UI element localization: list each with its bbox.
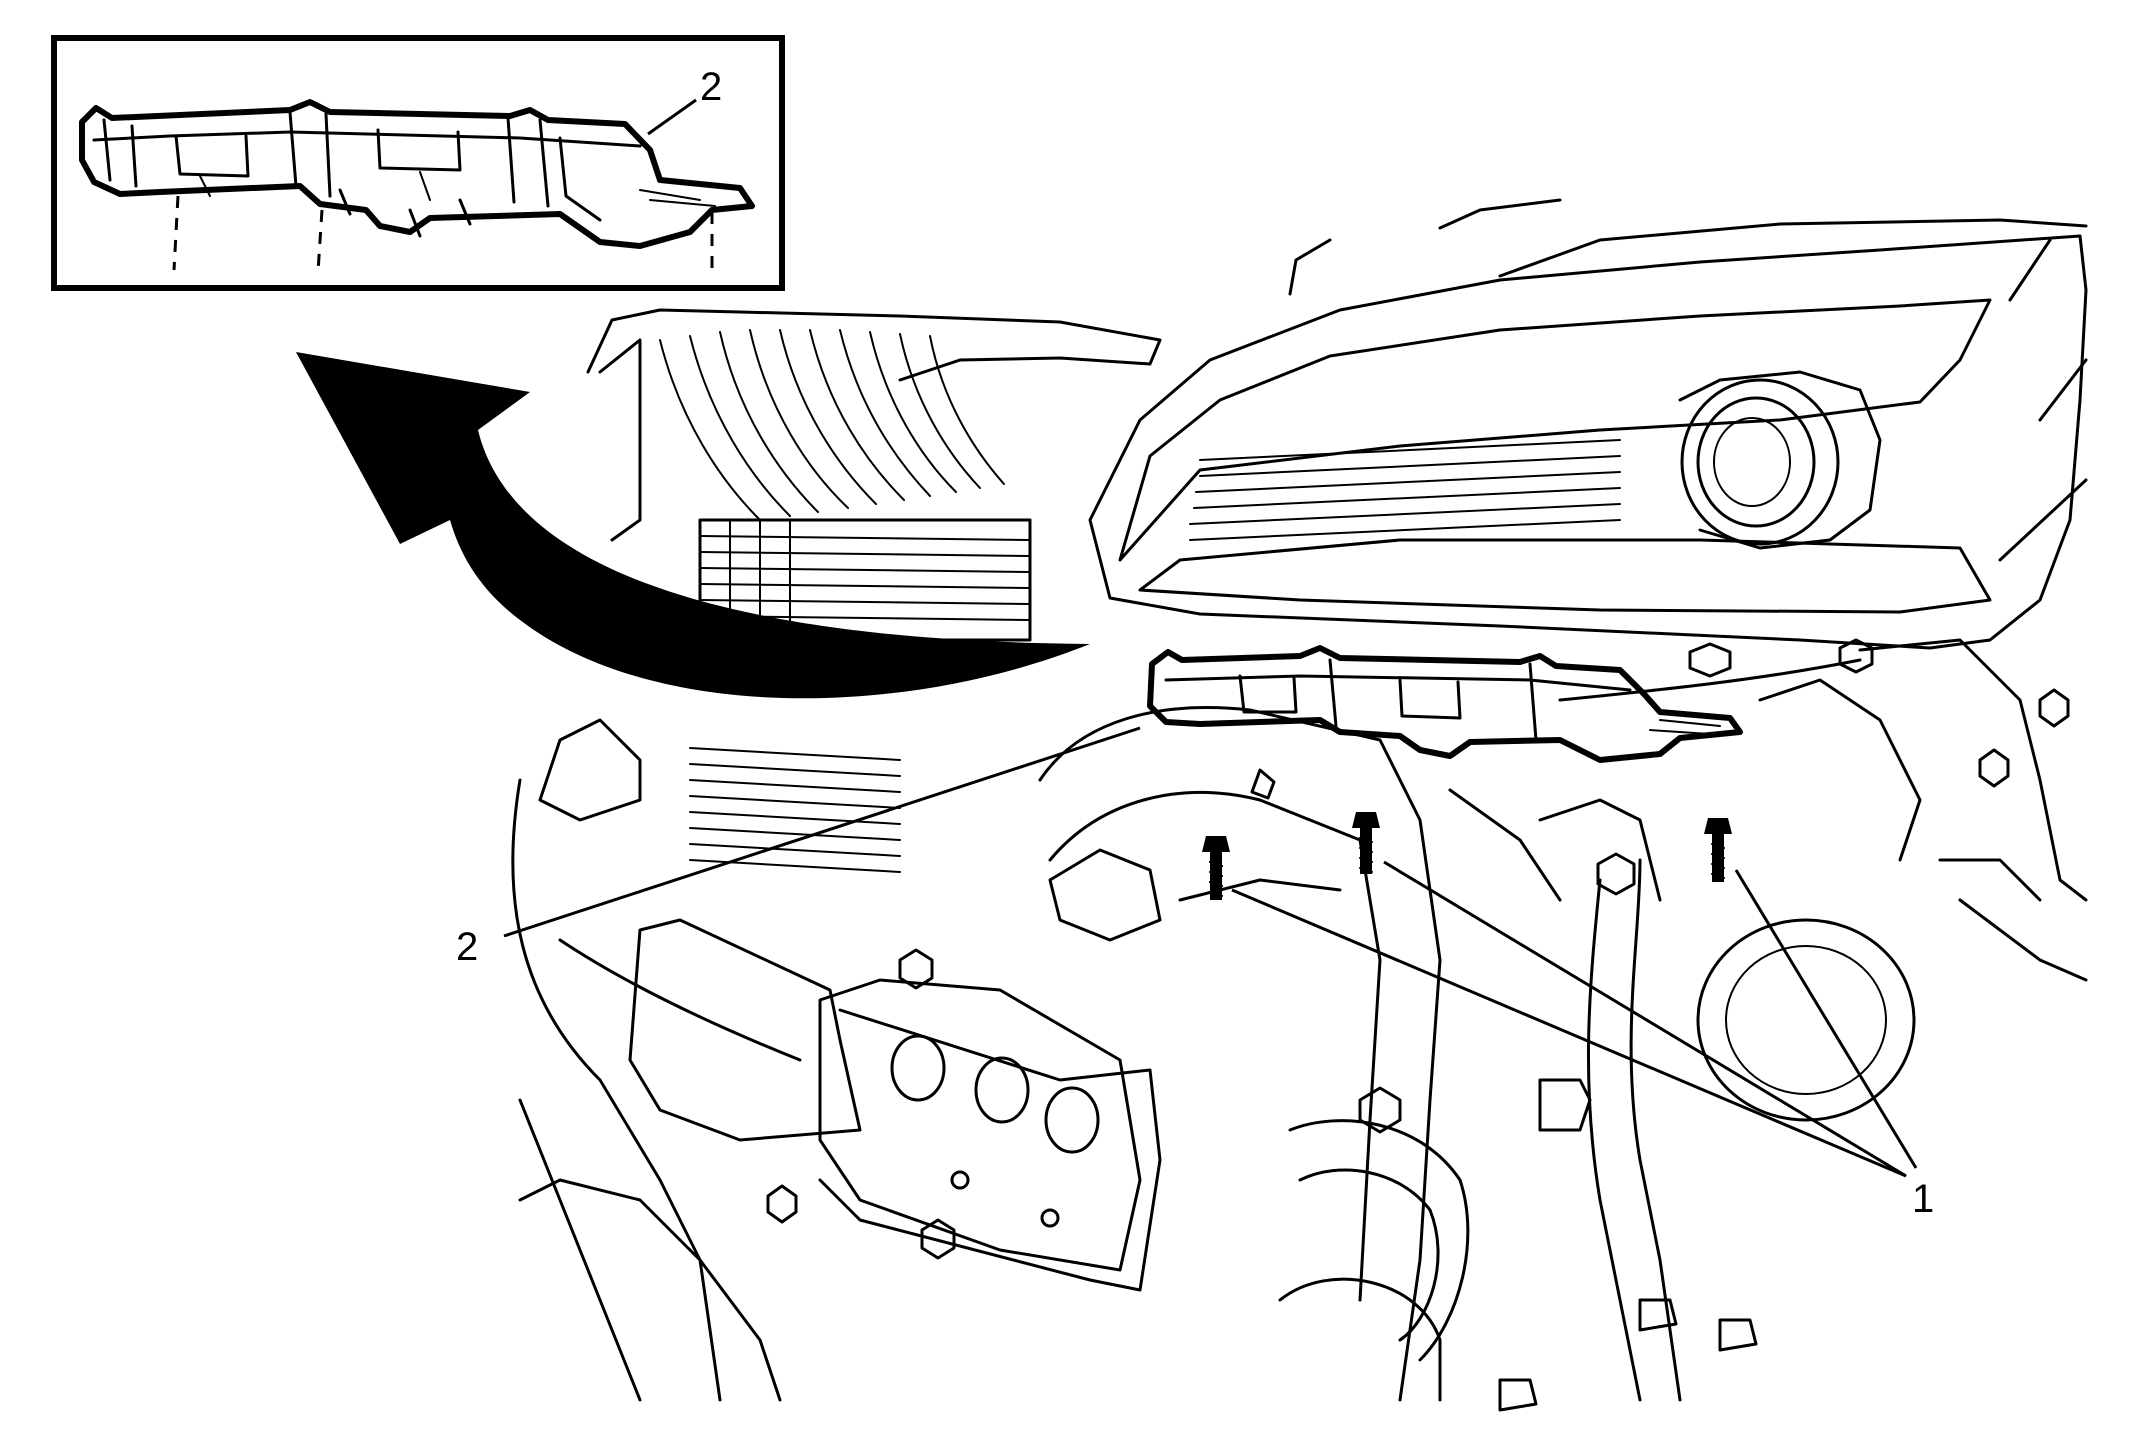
bracket-hole-3: [1044, 1086, 1100, 1154]
leader-2: [503, 726, 1141, 938]
headlamp-lens: [1680, 378, 1840, 546]
bolt-3: [1704, 818, 1732, 882]
leader-1c: [1734, 869, 1918, 1169]
callout-2: 2: [456, 925, 478, 969]
inset-bracket: [79, 99, 755, 249]
radiator-fins: [659, 329, 1005, 521]
bumper-bracket: [818, 978, 1142, 1272]
leader-1b: [1383, 860, 1907, 1178]
leader-1a: [1231, 888, 1907, 1178]
bracket-hole-2: [974, 1056, 1030, 1124]
inset-callout-leader: [647, 98, 697, 136]
inset-callout-2: 2: [700, 65, 722, 109]
bracket-hole-1: [890, 1034, 946, 1102]
headlamp-assembly: [1088, 234, 2088, 650]
callout-1: 1: [1912, 1177, 1934, 1221]
upper-tie-bar: [586, 308, 1162, 382]
impact-bar: [628, 918, 862, 1142]
bracket-installed: [1147, 638, 1874, 763]
bolt-2: [1352, 812, 1380, 874]
horn: [1696, 918, 1916, 1122]
bolt-icon: [1202, 768, 1732, 900]
inset-frame: [51, 35, 785, 291]
inset-detail: 2: [51, 35, 785, 291]
bolt-1: [1202, 836, 1230, 900]
condenser: [698, 518, 1032, 642]
vehicle-front-structure: [511, 198, 2088, 1412]
inset-bolt-axis-2: [316, 209, 324, 273]
curved-removal-arrow-icon: [296, 352, 1090, 699]
callouts: 1 2: [456, 726, 1934, 1221]
